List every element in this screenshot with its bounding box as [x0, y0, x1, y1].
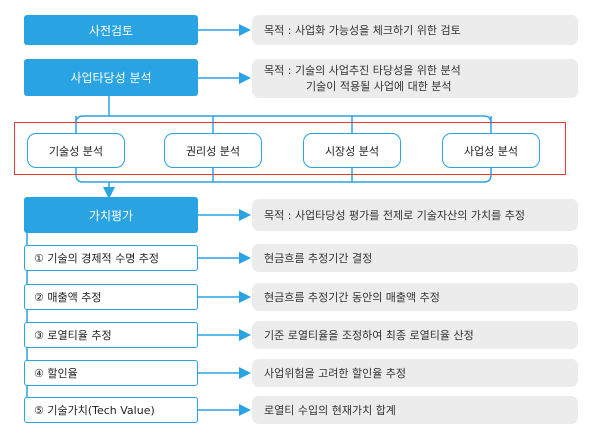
step-4-label: ④ 할인율: [34, 367, 78, 380]
step-5-desc-text: 로열티 수입의 현재가치 합계: [264, 404, 396, 417]
analysis-market: 시장성 분석: [303, 133, 401, 168]
analysis-rights-label: 권리성 분석: [185, 144, 241, 158]
step-2: ② 매출액 추정: [24, 284, 198, 310]
pre-review-box: 사전검토: [24, 15, 198, 45]
step-1-label: ① 기술의 경제적 수명 추정: [34, 252, 160, 265]
analysis-technology: 기술성 분석: [27, 133, 125, 168]
analysis-business-label: 사업성 분석: [463, 144, 519, 158]
pre-review-description: 목적 : 사업화 가능성을 체크하기 위한 검토: [252, 15, 578, 45]
step-3-desc-text: 기준 로열티율을 조정하여 최종 로열티율 산정: [264, 329, 474, 342]
step-5: ⑤ 기술가치(Tech Value): [24, 397, 198, 423]
analysis-highlight-frame: [14, 122, 566, 175]
business-analysis-desc-line2: 기술이 적용될 사업에 대한 분석: [306, 79, 452, 93]
valuation-description: 목적 : 사업타당성 평가를 전제로 기술자산의 가치를 추정: [252, 199, 578, 231]
step-3-label: ③ 로열티율 추정: [34, 329, 112, 342]
business-analysis-box: 사업타당성 분석: [24, 59, 198, 96]
valuation-desc-text: 목적 : 사업타당성 평가를 전제로 기술자산의 가치를 추정: [264, 209, 525, 222]
step-2-desc-text: 현금흐름 추정기간 동안의 매출액 추정: [264, 291, 440, 304]
step-4-desc-text: 사업위험을 고려한 할인율 추정: [264, 367, 407, 380]
step-3: ③ 로열티율 추정: [24, 322, 198, 348]
analysis-rights: 권리성 분석: [164, 133, 262, 168]
valuation-title: 가치평가: [88, 208, 134, 223]
business-analysis-title: 사업타당성 분석: [70, 71, 152, 85]
step-2-label: ② 매출액 추정: [34, 291, 102, 304]
analysis-business: 사업성 분석: [442, 133, 540, 168]
step-4: ④ 할인율: [24, 360, 198, 386]
step-1: ① 기술의 경제적 수명 추정: [24, 245, 198, 271]
step-2-description: 현금흐름 추정기간 동안의 매출액 추정: [252, 283, 578, 311]
pre-review-desc-text: 목적 : 사업화 가능성을 체크하기 위한 검토: [264, 24, 461, 37]
pre-review-title: 사전검토: [88, 23, 134, 38]
step-3-description: 기준 로열티율을 조정하여 최종 로열티율 산정: [252, 321, 578, 349]
step-5-label: ⑤ 기술가치(Tech Value): [34, 404, 155, 417]
analysis-technology-label: 기술성 분석: [48, 144, 104, 158]
valuation-box: 가치평가: [24, 197, 198, 233]
step-4-description: 사업위험을 고려한 할인율 추정: [252, 359, 578, 387]
step-5-description: 로열티 수입의 현재가치 합계: [252, 396, 578, 424]
connector-bottom-bar: [75, 168, 492, 183]
business-analysis-desc-line1: 목적 : 기술의 사업추진 타당성을 위한 분석: [264, 63, 461, 77]
analysis-market-label: 시장성 분석: [324, 144, 380, 158]
step-1-desc-text: 현금흐름 추정기간 결정: [264, 252, 373, 265]
business-analysis-description: 목적 : 기술의 사업추진 타당성을 위한 분석 기술이 적용될 사업에 대한 …: [252, 59, 578, 98]
step-1-description: 현금흐름 추정기간 결정: [252, 244, 578, 272]
